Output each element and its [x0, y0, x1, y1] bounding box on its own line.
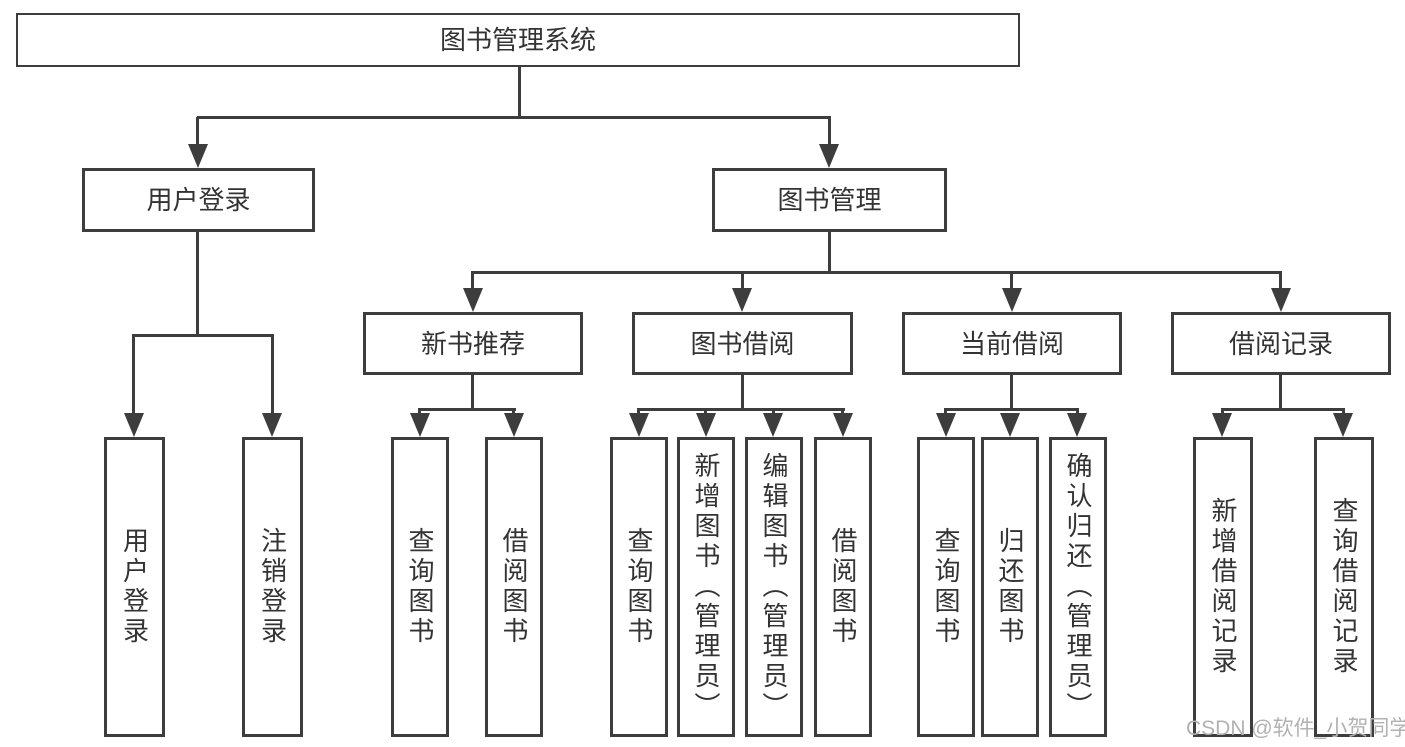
csdn-watermark: CSDN @软件_小贺同学	[1186, 717, 1405, 740]
arrow-down	[124, 413, 144, 437]
arrow-down	[763, 413, 783, 437]
connector-line	[471, 271, 1282, 274]
leaf-newbook-query-books: 查询图书	[391, 437, 449, 737]
connector-line	[196, 117, 199, 147]
connector-line	[1279, 273, 1282, 291]
connector-line	[828, 232, 831, 274]
node-label: 图书管理	[777, 185, 882, 215]
leaf-record-add: 新增借阅记录	[1193, 437, 1253, 737]
connector-line	[197, 116, 831, 119]
node-label: 新增借阅记录	[1208, 497, 1238, 677]
node-label: 新增图书（管理员）	[691, 452, 721, 722]
leaf-current-return-books: 归还图书	[981, 437, 1039, 737]
connector-line	[944, 408, 1079, 411]
connector-line	[132, 335, 135, 415]
arrow-down	[463, 288, 483, 312]
arrow-down	[696, 413, 716, 437]
node-label: 图书管理系统	[439, 25, 596, 55]
connector-line	[741, 375, 744, 410]
node-book-management: 图书管理	[712, 168, 947, 232]
arrow-down	[410, 413, 430, 437]
arrow-down	[1067, 413, 1087, 437]
leaf-borrow-query-books: 查询图书	[610, 437, 668, 737]
arrow-down	[262, 413, 282, 437]
node-label: 注销登录	[257, 527, 288, 647]
node-new-book-recommend: 新书推荐	[363, 312, 583, 375]
arrow-down	[504, 413, 524, 437]
connector-line	[1279, 375, 1282, 410]
node-label: 用户登录	[146, 185, 251, 215]
arrow-down	[833, 413, 853, 437]
node-label: 查询图书	[624, 527, 654, 647]
node-label: 归还图书	[995, 527, 1025, 647]
connector-line	[418, 408, 516, 411]
connector-line	[1221, 408, 1345, 411]
node-label: 查询图书	[931, 527, 961, 647]
node-label: 借阅图书	[499, 527, 529, 647]
leaf-borrow-edit-books-admin: 编辑图书（管理员）	[745, 437, 803, 737]
node-label: 新书推荐	[420, 328, 525, 359]
connector-line	[471, 375, 474, 410]
node-label: 编辑图书（管理员）	[759, 452, 789, 722]
node-label: 借阅图书	[828, 527, 858, 647]
leaf-current-query-books: 查询图书	[917, 437, 975, 737]
arrow-down	[629, 413, 649, 437]
leaf-borrow-add-books-admin: 新增图书（管理员）	[677, 437, 735, 737]
node-label: 查询借阅记录	[1329, 497, 1359, 677]
arrow-down	[1333, 413, 1353, 437]
connector-line	[741, 273, 744, 291]
leaf-newbook-borrow-books: 借阅图书	[485, 437, 543, 737]
connector-line	[518, 67, 521, 118]
node-borrow-records: 借阅记录	[1171, 312, 1391, 375]
arrow-down	[188, 144, 208, 168]
node-label: 当前借阅	[959, 328, 1064, 359]
connector-line	[132, 334, 274, 337]
leaf-record-query: 查询借阅记录	[1314, 437, 1374, 737]
node-label: 借阅记录	[1228, 328, 1333, 359]
connector-line	[1010, 273, 1013, 291]
arrow-down	[732, 288, 752, 312]
connector-line	[271, 335, 274, 415]
connector-line	[471, 273, 474, 291]
arrow-down	[936, 413, 956, 437]
leaf-current-confirm-return-admin: 确认归还（管理员）	[1049, 437, 1107, 737]
node-current-borrow: 当前借阅	[902, 312, 1122, 375]
leaf-logout: 注销登录	[242, 437, 303, 737]
node-book-borrow: 图书借阅	[632, 312, 853, 375]
arrow-down	[1271, 288, 1291, 312]
node-label: 查询图书	[405, 527, 435, 647]
leaf-user-login: 用户登录	[104, 437, 165, 737]
connector-line	[828, 117, 831, 147]
connector-line	[1010, 375, 1013, 410]
node-root-system: 图书管理系统	[16, 13, 1020, 67]
node-label: 图书借阅	[690, 328, 795, 359]
arrow-down	[1002, 288, 1022, 312]
arrow-down	[1212, 413, 1232, 437]
connector-line	[637, 408, 845, 411]
node-user-login: 用户登录	[82, 168, 315, 232]
node-label: 用户登录	[119, 527, 150, 647]
node-label: 确认归还（管理员）	[1063, 452, 1093, 722]
arrow-down	[819, 144, 839, 168]
arrow-down	[1000, 413, 1020, 437]
leaf-borrow-borrow-books: 借阅图书	[814, 437, 872, 737]
connector-line	[196, 232, 199, 335]
